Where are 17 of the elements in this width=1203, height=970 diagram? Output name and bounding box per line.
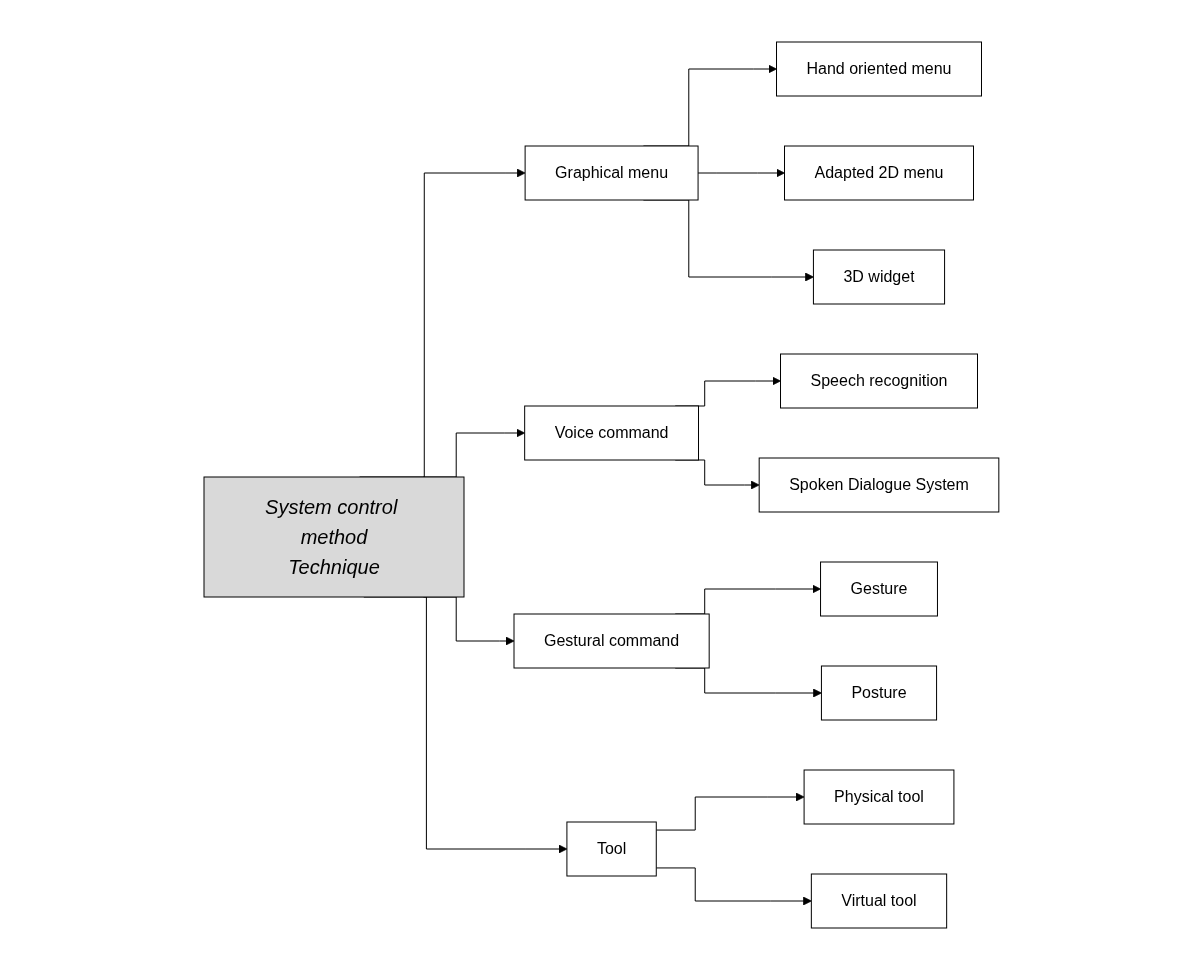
node-box: Physical tool — [803, 769, 955, 825]
node-box: Speech recognition — [780, 353, 979, 409]
node-box: System control method Technique — [203, 476, 465, 598]
node-box: Spoken Dialogue System — [758, 457, 1000, 513]
node-box: Gestural command — [513, 613, 710, 669]
arrow — [655, 792, 805, 831]
node-box: Virtual tool — [810, 873, 948, 929]
node-box: Voice command — [524, 405, 700, 461]
node-box: Hand oriented menu — [776, 41, 983, 97]
node-box: Gesture — [820, 561, 939, 617]
node-box: Tool — [566, 821, 657, 877]
node-box: Posture — [821, 665, 938, 721]
node-box: 3D widget — [813, 249, 946, 305]
node-box: Adapted 2D menu — [784, 145, 975, 201]
node-box: Graphical menu — [524, 145, 699, 201]
arrow — [655, 867, 812, 906]
arrow — [697, 168, 785, 178]
